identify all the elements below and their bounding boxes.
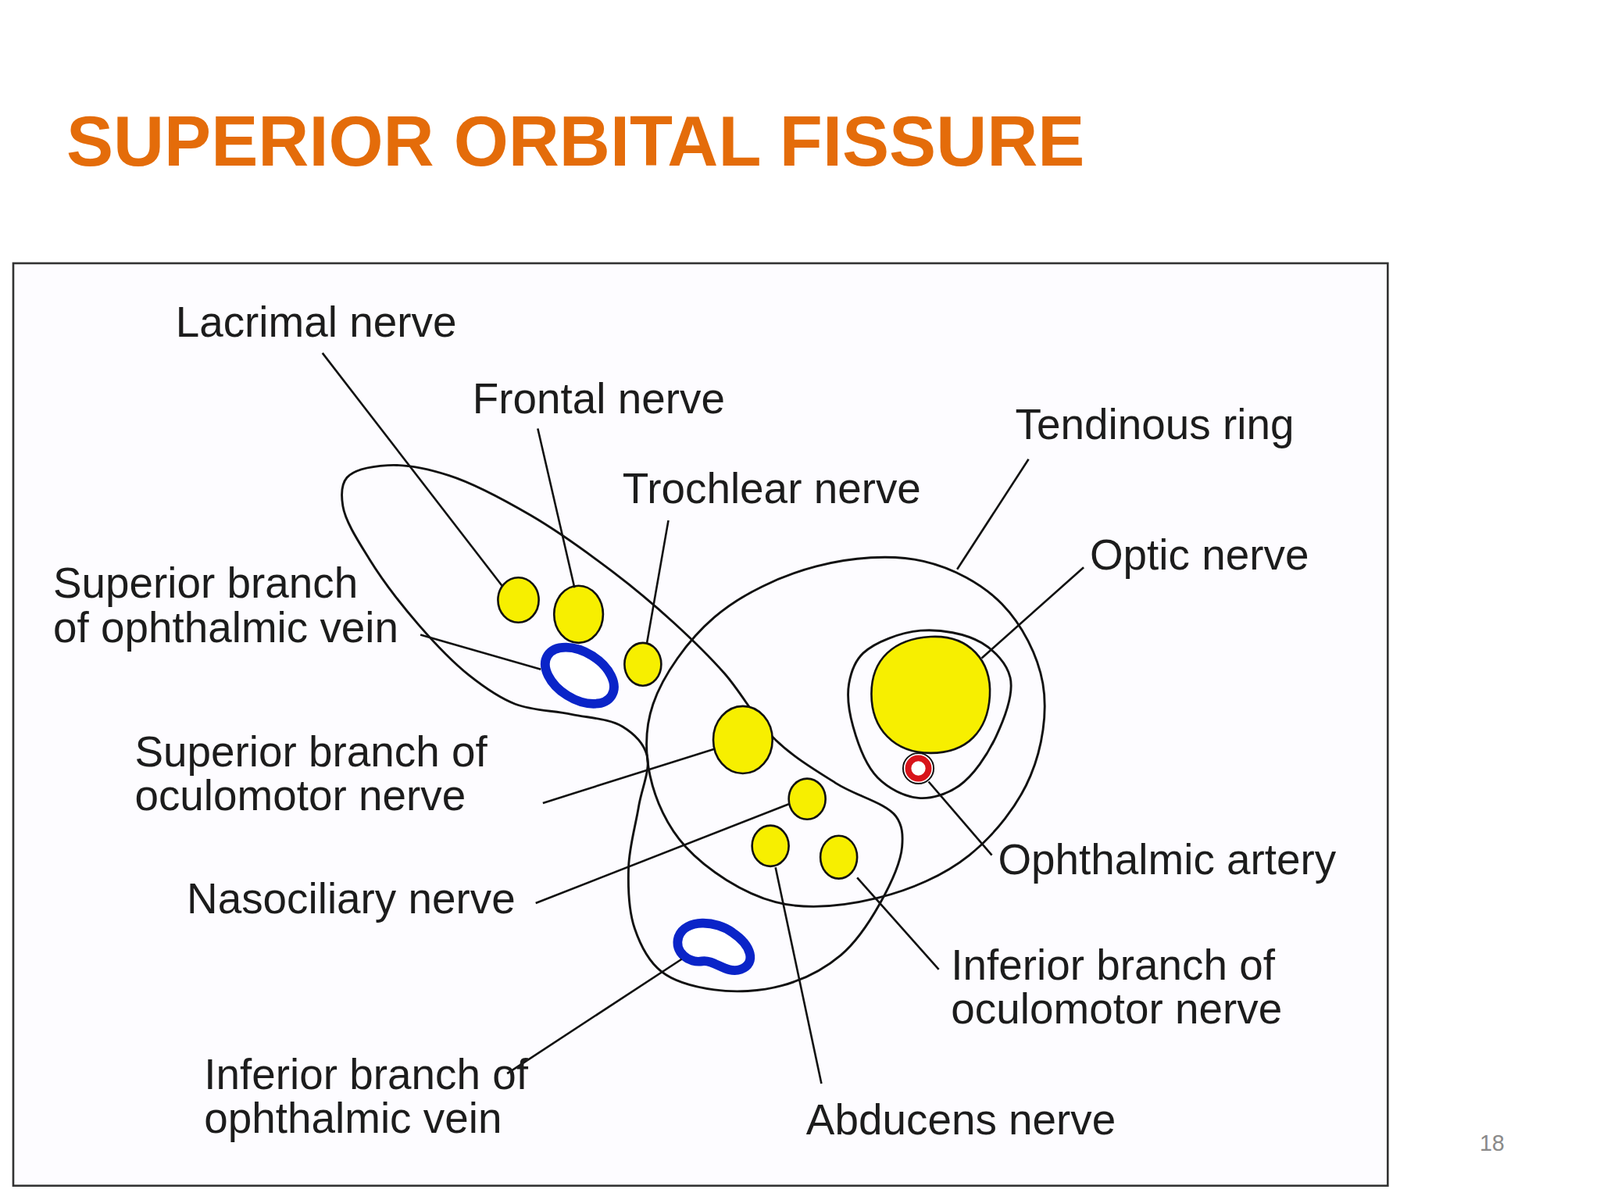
- structures: [497, 577, 990, 971]
- leader-line: [420, 634, 541, 669]
- callout-label: Tendinous ring: [1015, 402, 1295, 447]
- optic-nerve-section: [871, 636, 990, 754]
- leader-line: [775, 867, 822, 1084]
- callout-label: Optic nerve: [1089, 532, 1310, 577]
- optic-canal-outline: [848, 630, 1012, 799]
- leader-line: [928, 781, 993, 855]
- callout-label: Ophthalmic artery: [997, 837, 1336, 882]
- callout-label: Inferior branch of oculomotor nerve: [950, 942, 1294, 1031]
- oculomotor-inferior-section: [820, 835, 858, 879]
- trochlear-nerve-section: [624, 642, 661, 686]
- frame: [13, 263, 1388, 1186]
- callout-label: Superior branch of oculomotor nerve: [134, 729, 499, 818]
- leader-line: [957, 459, 1029, 570]
- abducens-nerve-section: [752, 825, 790, 867]
- callout-label: Superior branch of ophthalmic vein: [53, 560, 403, 649]
- callout-label: Trochlear nerve: [622, 466, 922, 511]
- tendinous-ring-outline: [646, 557, 1046, 907]
- callout-label: Nasociliary nerve: [186, 876, 516, 921]
- oculomotor-superior-section: [713, 706, 773, 774]
- callout-label: Abducens nerve: [806, 1097, 1116, 1142]
- leader-line: [981, 567, 1084, 658]
- page-number: 18: [1479, 1132, 1505, 1156]
- vein-superior-section: [535, 635, 625, 716]
- artery-outline: [903, 753, 934, 784]
- leader-line: [507, 959, 682, 1074]
- callout-label: Lacrimal nerve: [175, 300, 458, 344]
- lacrimal-nerve-section: [497, 577, 539, 622]
- slide-title: SUPERIOR ORBITAL FISSURE: [66, 106, 1086, 177]
- leader-line: [535, 803, 790, 904]
- callout-label: Inferior branch of ophthalmic vein: [203, 1052, 541, 1140]
- vein-inferior-section: [677, 923, 750, 971]
- frontal-nerve-section: [553, 585, 604, 643]
- leader-line: [857, 877, 939, 970]
- leader-line: [646, 520, 668, 643]
- leader-line: [542, 749, 715, 804]
- callout-label: Frontal nerve: [472, 376, 725, 421]
- nasociliary-nerve-section: [789, 778, 826, 820]
- ophthalmic-artery-section: [907, 757, 929, 779]
- leader-line: [537, 428, 575, 589]
